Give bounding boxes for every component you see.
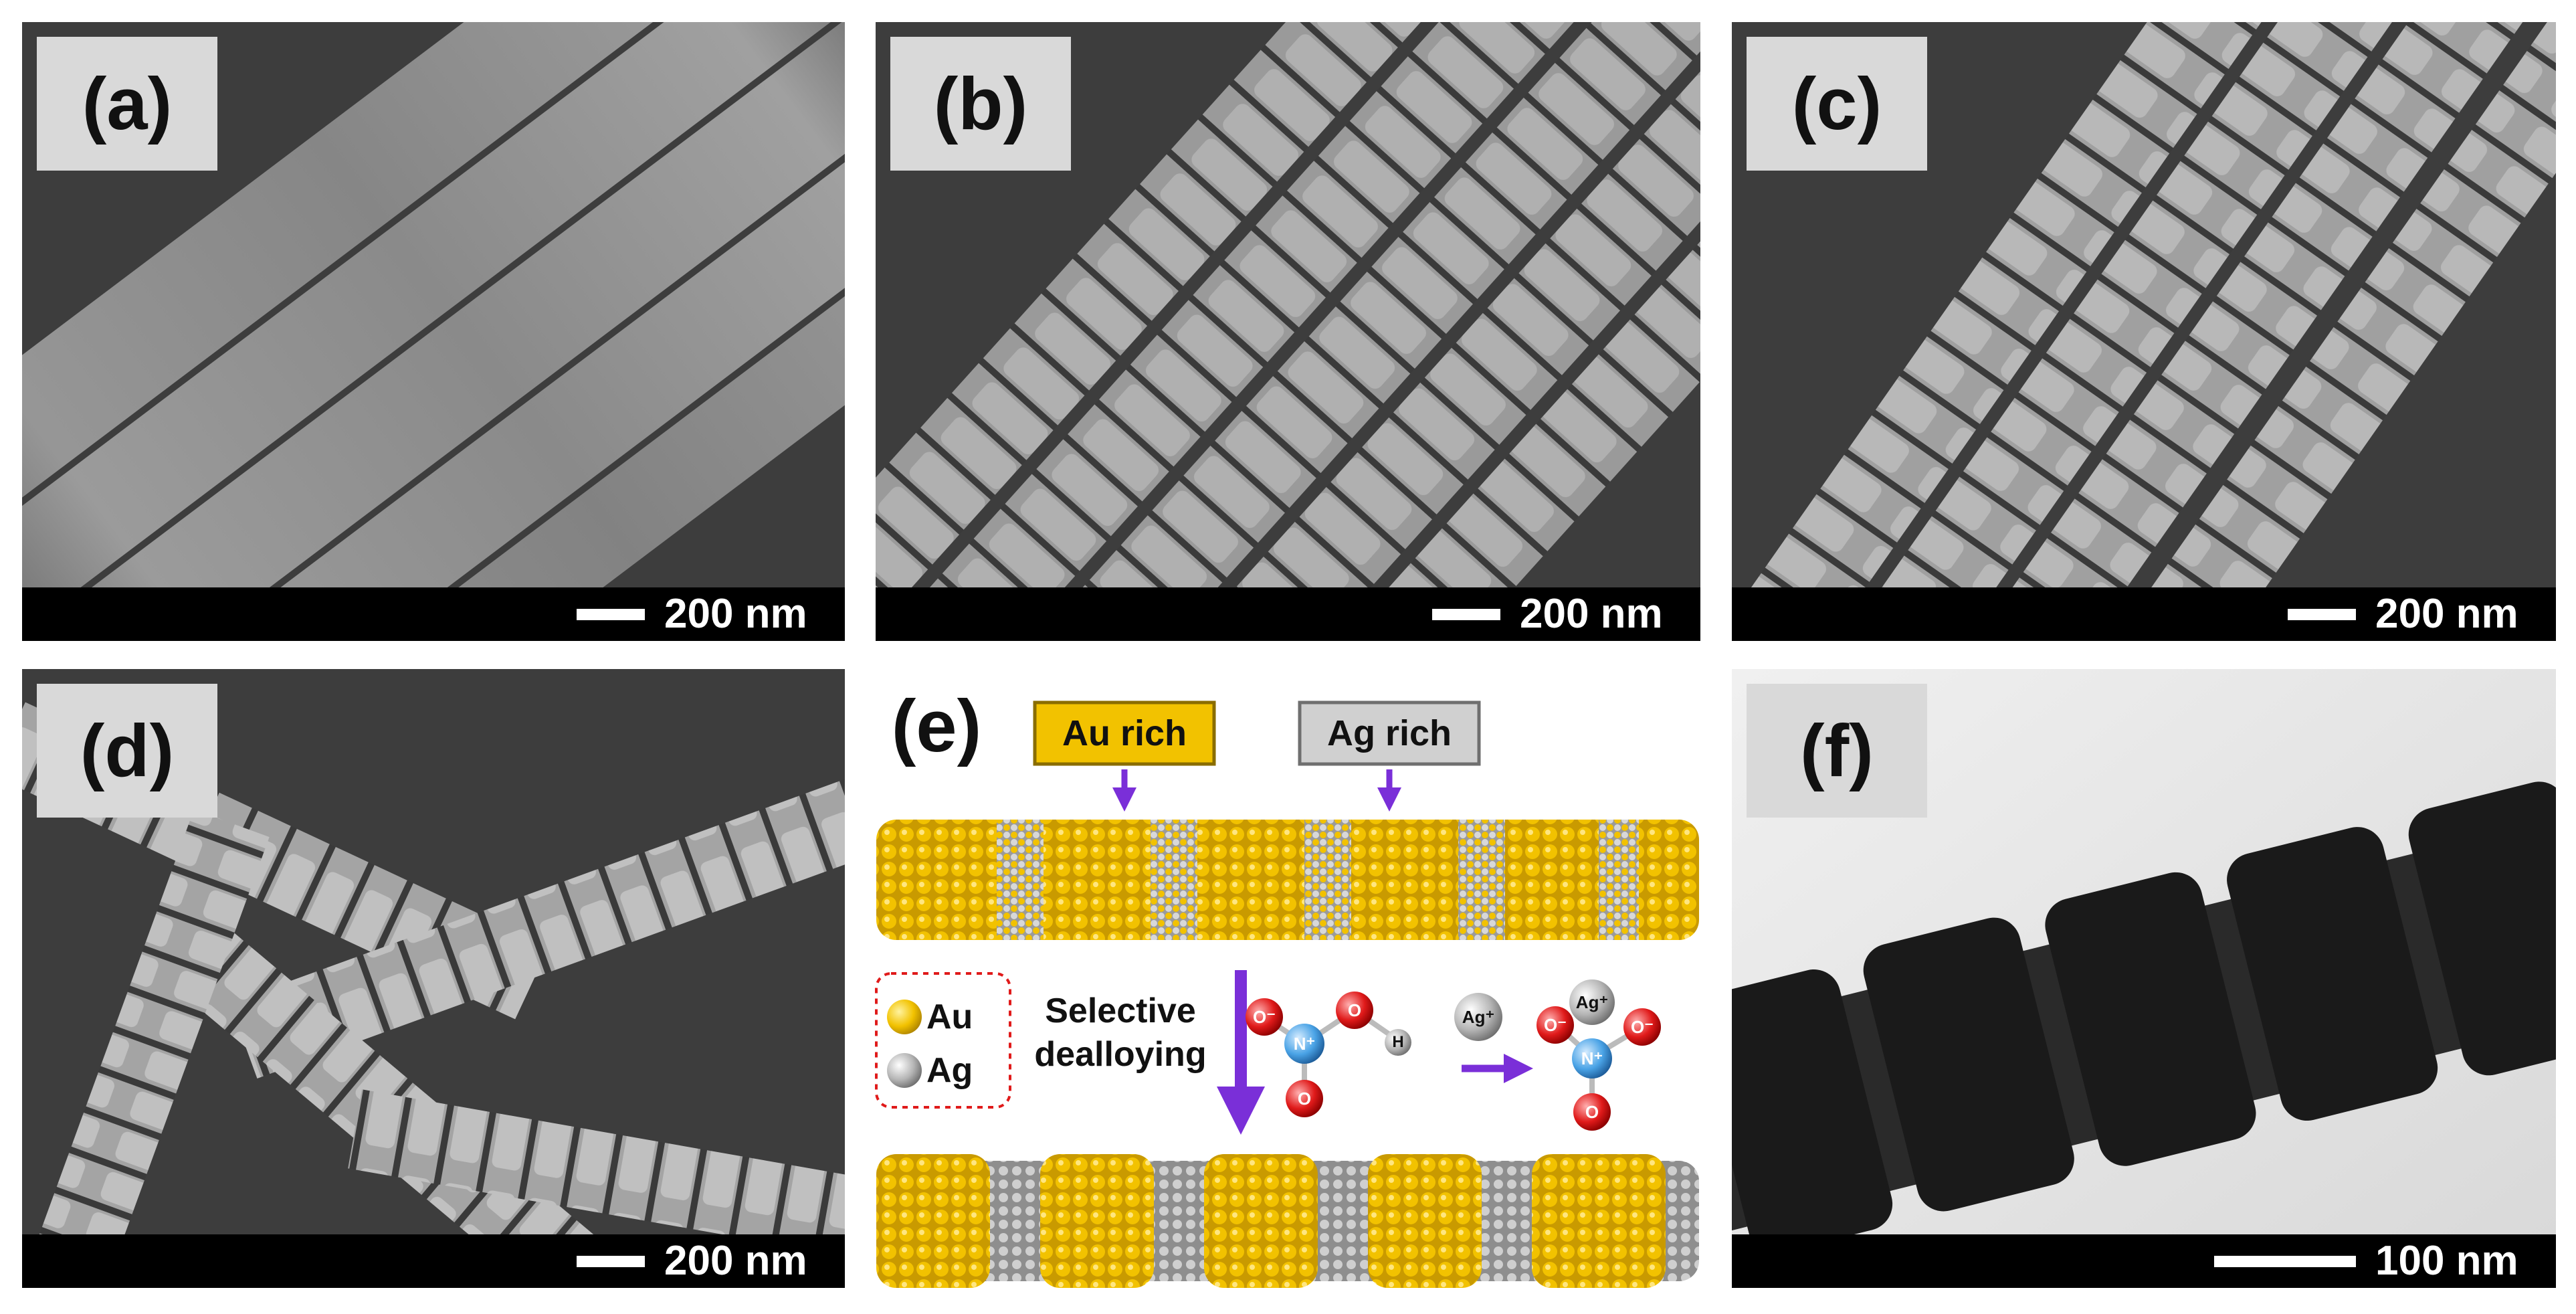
- panel-e-label: (e): [891, 684, 982, 767]
- panel-e: (e) Au rich Ag rich Au Ag Selective deal…: [863, 669, 1712, 1291]
- scale-bar-line: [2214, 1256, 2356, 1267]
- scale-bar-c: 200 nm: [1732, 587, 2556, 641]
- scale-bar-label: 100 nm: [2375, 1238, 2518, 1284]
- nanowire-before: [876, 820, 1699, 940]
- h-atom-label: H: [1392, 1033, 1404, 1051]
- nanowire-after: [876, 1154, 1699, 1288]
- panel-a-label: (a): [37, 37, 217, 171]
- panel-f: (f) 100 nm: [1732, 669, 2556, 1288]
- o-atom-label: O⁻: [1544, 1014, 1567, 1035]
- scale-bar-line: [2288, 609, 2356, 620]
- scale-bar-b: 200 nm: [876, 587, 1700, 641]
- legend-ag-label: Ag: [926, 1051, 973, 1090]
- legend-au-label: Au: [926, 998, 973, 1036]
- o-atom-label: O⁻: [1253, 1006, 1276, 1027]
- n-atom-label: N⁺: [1293, 1033, 1316, 1054]
- scale-bar-line: [1432, 609, 1500, 620]
- panel-a: (a) 200 nm: [22, 22, 845, 641]
- panel-b-label: (b): [890, 37, 1071, 171]
- selective-label: Selective: [1045, 992, 1196, 1030]
- panel-d: (d) 200 nm: [22, 669, 845, 1288]
- n-atom-label: N⁺: [1581, 1048, 1603, 1068]
- panel-f-label: (f): [1747, 684, 1927, 818]
- o-atom-label: O: [1585, 1101, 1599, 1122]
- dealloying-label: dealloying: [1034, 1035, 1207, 1074]
- silver-nitrate-complex: [1537, 979, 1661, 1131]
- scale-bar-a: 200 nm: [22, 587, 845, 641]
- panel-b: (b) 200 nm: [876, 22, 1700, 641]
- scale-bar-label: 200 nm: [664, 591, 807, 637]
- ag-ion-label: Ag⁺: [1462, 1006, 1495, 1027]
- nitric-acid-molecule: [1246, 992, 1411, 1117]
- au-rich-label: Au rich: [1062, 713, 1187, 753]
- o-atom-label: O⁻: [1631, 1016, 1654, 1037]
- panel-c: (c) 200 nm: [1732, 22, 2556, 641]
- scale-bar-line: [577, 609, 645, 620]
- ag-ion-label: Ag⁺: [1575, 992, 1609, 1012]
- scale-bar-label: 200 nm: [2375, 591, 2518, 637]
- ag-rich-label: Ag rich: [1326, 713, 1452, 753]
- o-atom-label: O: [1347, 1000, 1362, 1020]
- scale-bar-label: 200 nm: [664, 1238, 807, 1284]
- scale-bar-line: [577, 1256, 645, 1267]
- dealloying-schematic: [875, 700, 1699, 1288]
- panel-d-label: (d): [37, 684, 217, 818]
- scale-bar-f: 100 nm: [1732, 1234, 2556, 1288]
- panel-c-label: (c): [1747, 37, 1927, 171]
- o-atom-label: O: [1297, 1088, 1312, 1109]
- scale-bar-label: 200 nm: [1520, 591, 1663, 637]
- scale-bar-d: 200 nm: [22, 1234, 845, 1288]
